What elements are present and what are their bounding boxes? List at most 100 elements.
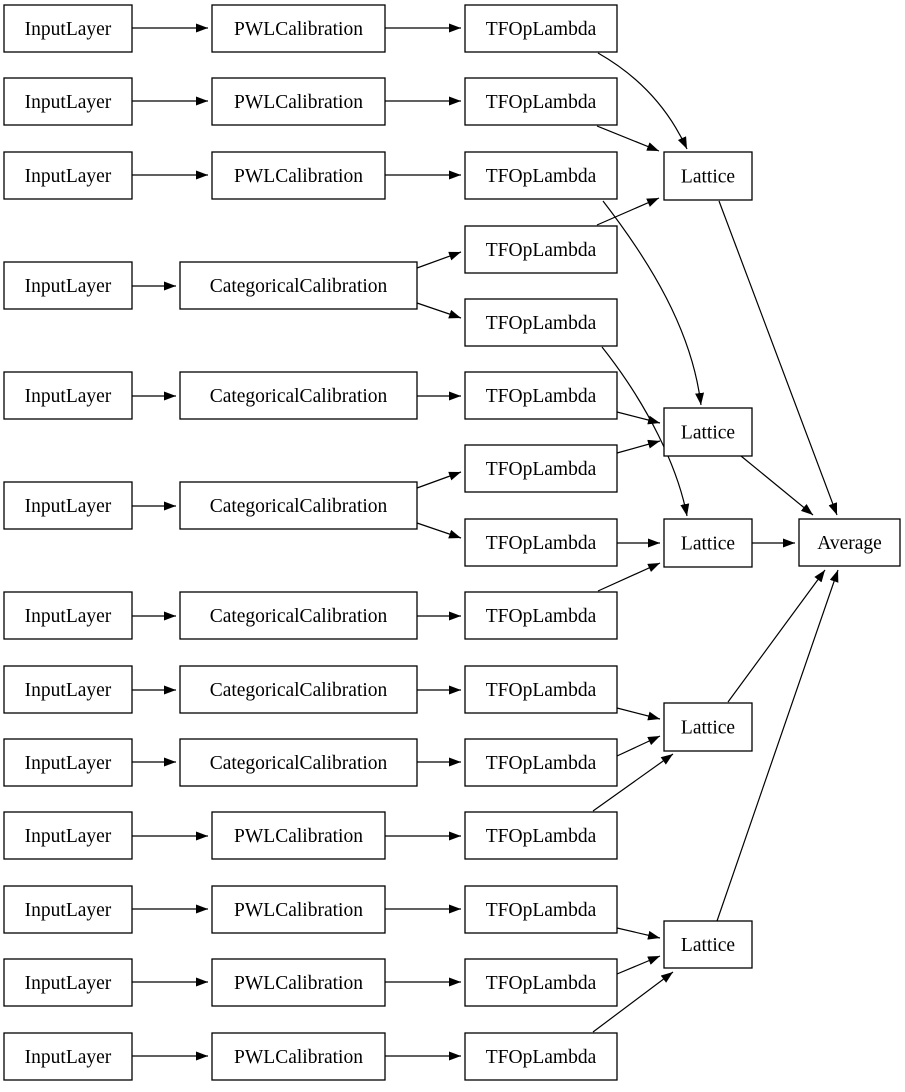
edge-tfoplambda-7--lattice-2 [616, 439, 661, 454]
edge-tfoplambda-2--lattice-1 [596, 125, 660, 152]
tfoplambda-14-label: TFOpLambda [486, 973, 597, 994]
node-catcalib-9: CategoricalCalibration [179, 738, 418, 787]
node-input-7: InputLayer [3, 591, 133, 640]
catcalib-4-box [179, 261, 418, 310]
node-catcalib-8: CategoricalCalibration [179, 665, 418, 714]
pwlcalib-13-label: PWLCalibration [234, 1047, 363, 1068]
input-5-box [3, 371, 133, 420]
average-box [798, 518, 901, 567]
input-12-box [3, 958, 133, 1007]
tfoplambda-12-box [464, 811, 618, 860]
node-lattice-4: Lattice [663, 702, 753, 752]
input-10-label: InputLayer [25, 826, 112, 847]
input-12-label: InputLayer [25, 973, 112, 994]
pwlcalib-11-box [211, 885, 386, 934]
node-catcalib-4: CategoricalCalibration [179, 261, 418, 310]
node-input-11: InputLayer [3, 885, 133, 934]
edge-tfoplambda-11--lattice-4 [616, 735, 661, 757]
lattice-2-label: Lattice [681, 423, 735, 444]
pwlcalib-13-box [211, 1032, 386, 1081]
catcalib-9-label: CategoricalCalibration [210, 753, 388, 774]
lattice-4-box [663, 702, 753, 752]
tfoplambda-12-label: TFOpLambda [486, 826, 597, 847]
edge-lattice-1--average [718, 200, 838, 516]
input-3-box [3, 151, 133, 200]
input-2-box [3, 77, 133, 126]
edge-tfoplambda-15--lattice-5 [592, 971, 674, 1033]
node-input-6: InputLayer [3, 481, 133, 530]
node-pwlcalib-3: PWLCalibration [211, 151, 386, 200]
edge-catcalib-4--tfoplambda-4 [416, 251, 462, 269]
node-tfoplambda-9: TFOpLambda [464, 591, 618, 640]
lattice-1-label: Lattice [681, 167, 735, 188]
pwlcalib-2-box [211, 77, 386, 126]
node-tfoplambda-8: TFOpLambda [464, 518, 618, 567]
node-input-5: InputLayer [3, 371, 133, 420]
catcalib-6-box [179, 481, 418, 530]
pwlcalib-11-label: PWLCalibration [234, 900, 363, 921]
input-4-box [3, 261, 133, 310]
edge-lattice-5--average [716, 569, 839, 922]
tfoplambda-1-label: TFOpLambda [486, 19, 597, 40]
node-lattice-3: Lattice [663, 518, 753, 568]
node-tfoplambda-13: TFOpLambda [464, 885, 618, 934]
tfoplambda-1-box [464, 4, 618, 53]
catcalib-9-box [179, 738, 418, 787]
input-8-label: InputLayer [25, 680, 112, 701]
tfoplambda-2-label: TFOpLambda [486, 92, 597, 113]
tfoplambda-5-box [464, 298, 618, 347]
tfoplambda-9-label: TFOpLambda [486, 606, 597, 627]
edge-tfoplambda-12--lattice-4 [592, 753, 674, 812]
node-tfoplambda-2: TFOpLambda [464, 77, 618, 126]
tfoplambda-9-box [464, 591, 618, 640]
input-3-label: InputLayer [25, 166, 112, 187]
tfoplambda-10-box [464, 665, 618, 714]
tfoplambda-4-box [464, 225, 618, 274]
pwlcalib-1-box [211, 4, 386, 53]
lattice-4-label: Lattice [681, 718, 735, 739]
input-4-label: InputLayer [25, 276, 112, 297]
node-input-2: InputLayer [3, 77, 133, 126]
edge-tfoplambda-13--lattice-5 [616, 927, 661, 940]
lattice-1-box [663, 151, 753, 201]
input-5-label: InputLayer [25, 386, 112, 407]
edge-tfoplambda-1--lattice-1 [597, 52, 688, 150]
lattice-5-label: Lattice [681, 935, 735, 956]
input-9-label: InputLayer [25, 753, 112, 774]
tfoplambda-6-box [464, 371, 618, 420]
tfoplambda-6-label: TFOpLambda [486, 386, 597, 407]
input-11-box [3, 885, 133, 934]
catcalib-4-label: CategoricalCalibration [210, 276, 388, 297]
node-tfoplambda-3: TFOpLambda [464, 151, 618, 200]
edge-tfoplambda-5--lattice-3 [601, 346, 690, 517]
input-1-box [3, 4, 133, 53]
node-input-12: InputLayer [3, 958, 133, 1007]
node-input-3: InputLayer [3, 151, 133, 200]
tfoplambda-11-label: TFOpLambda [486, 753, 597, 774]
tfoplambda-3-label: TFOpLambda [486, 166, 597, 187]
node-tfoplambda-1: TFOpLambda [464, 4, 618, 53]
catcalib-8-label: CategoricalCalibration [210, 680, 388, 701]
node-tfoplambda-12: TFOpLambda [464, 811, 618, 860]
edge-tfoplambda-9--lattice-3 [597, 562, 661, 592]
node-catcalib-7: CategoricalCalibration [179, 591, 418, 640]
input-8-box [3, 665, 133, 714]
tfoplambda-7-label: TFOpLambda [486, 459, 597, 480]
node-tfoplambda-14: TFOpLambda [464, 958, 618, 1007]
average-label: Average [817, 533, 882, 554]
node-input-9: InputLayer [3, 738, 133, 787]
tfoplambda-4-label: TFOpLambda [486, 240, 597, 261]
node-input-1: InputLayer [3, 4, 133, 53]
node-tfoplambda-10: TFOpLambda [464, 665, 618, 714]
lattice-3-label: Lattice [681, 534, 735, 555]
input-11-label: InputLayer [25, 900, 112, 921]
tfoplambda-8-label: TFOpLambda [486, 533, 597, 554]
tfoplambda-15-label: TFOpLambda [486, 1047, 597, 1068]
edge-lattice-2--average [740, 455, 814, 516]
tfoplambda-11-box [464, 738, 618, 787]
edge-tfoplambda-6--lattice-2 [616, 411, 661, 425]
edge-tfoplambda-4--lattice-1 [596, 197, 660, 226]
input-9-box [3, 738, 133, 787]
